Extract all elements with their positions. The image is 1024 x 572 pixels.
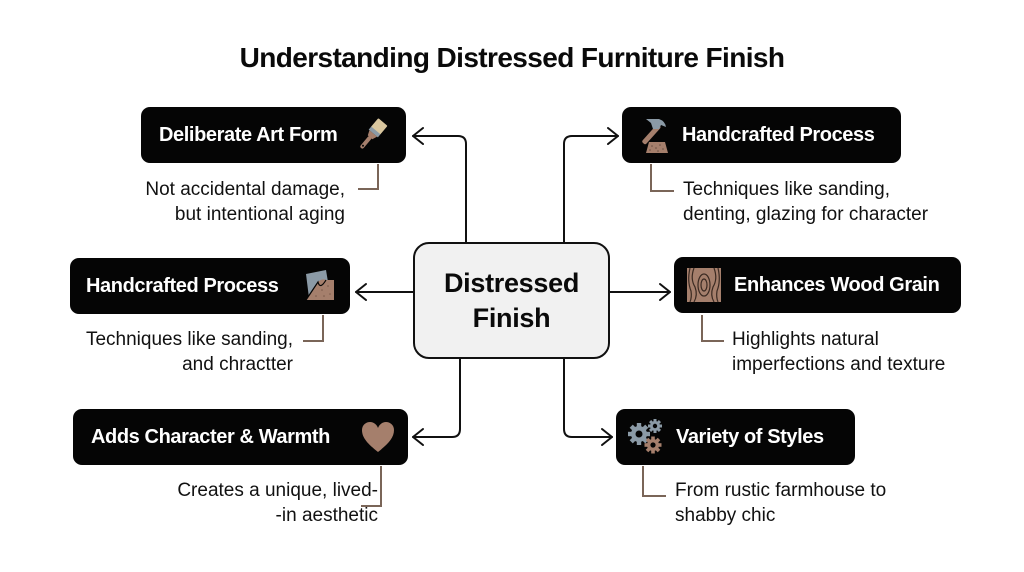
connector-top-left — [412, 135, 467, 243]
arrowhead-bottom-left — [412, 428, 424, 446]
center-node[interactable]: Distressed Finish — [413, 242, 610, 359]
description-adds-character-warmth: Creates a unique, lived- -in aesthetic — [177, 480, 378, 526]
node-deliberate-art-form[interactable]: Deliberate Art Form — [141, 107, 406, 163]
bracket-top-right — [650, 164, 674, 192]
node-label: Deliberate Art Form — [159, 123, 338, 146]
center-node-line1: Distressed — [443, 267, 580, 298]
bracket-bottom-right — [642, 466, 666, 497]
heart-icon — [358, 417, 398, 457]
arrowhead-middle-right — [659, 283, 671, 301]
bracket-bottom-left — [361, 466, 382, 507]
arrowhead-top-right — [607, 127, 619, 145]
gears-icon — [626, 417, 666, 457]
bracket-top-left — [358, 164, 379, 190]
connector-top-right — [563, 135, 619, 243]
diagram-title: Understanding Distressed Furniture Finis… — [239, 42, 785, 73]
description-deliberate-art-form: Not accidental damage, but intentional a… — [145, 179, 345, 225]
arrowhead-middle-left — [355, 283, 367, 301]
node-label: Handcrafted Process — [86, 274, 279, 297]
node-handcrafted-process-top[interactable]: Handcrafted Process — [622, 107, 901, 163]
node-label: Variety of Styles — [676, 425, 824, 448]
arrowhead-bottom-right — [601, 428, 613, 446]
description-variety-of-styles: From rustic farmhouse to shabby chic — [675, 480, 887, 526]
bracket-middle-right — [701, 315, 724, 342]
node-label: Handcrafted Process — [682, 123, 875, 146]
connector-bottom-left — [412, 358, 461, 438]
connector-bottom-right — [563, 358, 613, 438]
description-handcrafted-process-left: Techniques like sanding, and chractter — [85, 329, 293, 375]
hammer-sanding-icon — [632, 115, 672, 155]
description-enhances-wood-grain: Highlights natural imperfections and tex… — [732, 329, 946, 375]
node-handcrafted-process-left[interactable]: Handcrafted Process — [70, 258, 350, 314]
node-label: Enhances Wood Grain — [734, 273, 940, 296]
description-handcrafted-process-top: Techniques like sanding, denting, glazin… — [683, 179, 929, 225]
paintbrush-icon — [352, 115, 392, 155]
arrowhead-top-left — [412, 127, 424, 145]
node-enhances-wood-grain[interactable]: Enhances Wood Grain — [674, 257, 961, 313]
node-variety-of-styles[interactable]: Variety of Styles — [616, 409, 855, 465]
sandpaper-icon — [300, 266, 340, 306]
node-adds-character-warmth[interactable]: Adds Character & Warmth — [73, 409, 408, 465]
node-label: Adds Character & Warmth — [91, 425, 330, 448]
bracket-middle-left — [303, 315, 324, 342]
wood-grain-icon — [684, 265, 724, 305]
center-node-line2: Finish — [472, 302, 551, 333]
